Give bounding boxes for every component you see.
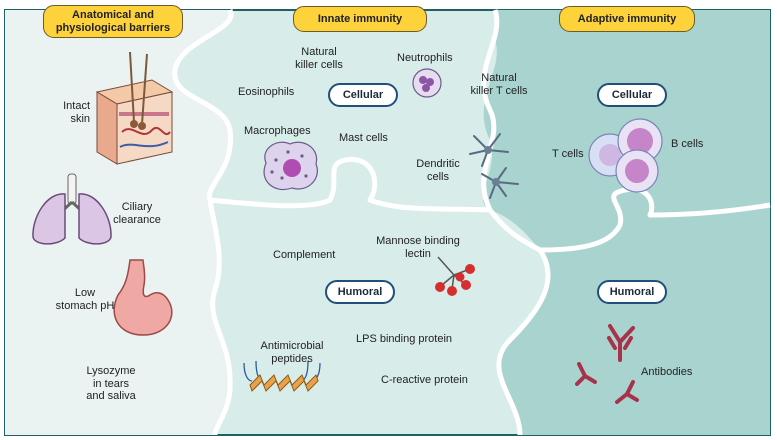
adaptive-humoral-pill: Humoral <box>597 280 667 304</box>
stomach-line1: Low <box>74 287 96 299</box>
amp-line1: Antimicrobial <box>260 340 324 352</box>
adaptive-panel <box>482 10 770 435</box>
dendritic-cells-label: Dendritic cells <box>410 158 466 183</box>
mbl-line2: lectin <box>405 247 431 260</box>
adaptive-cellular-pill: Cellular <box>597 83 667 107</box>
barriers-panel <box>5 10 232 435</box>
b-cells-label: B cells <box>671 138 704 150</box>
ciliary-clearance-label: Ciliary clearance <box>104 201 170 226</box>
mannose-lectin-icon <box>435 256 475 296</box>
amp-line2: peptides <box>271 352 313 365</box>
nkt-cells-label: Natural killer T cells <box>462 72 536 97</box>
neutrophil-icon <box>412 68 442 98</box>
skin-icon <box>95 52 174 165</box>
nk-cells-line1: Natural <box>301 46 337 58</box>
antibodies-label: Antibodies <box>641 366 693 378</box>
ciliary-line1: Ciliary <box>121 201 153 213</box>
barriers-header-line2: physiological barriers <box>55 21 171 34</box>
eosinophils-label: Eosinophils <box>238 86 295 98</box>
macrophage-icon <box>263 141 318 191</box>
c-reactive-protein-label: C-reactive protein <box>381 374 468 386</box>
mast-cells-label: Mast cells <box>339 132 388 144</box>
dendritic-cells-icon <box>469 133 519 199</box>
intact-skin-line2: skin <box>70 112 90 125</box>
mannose-lectin-label: Mannose binding lectin <box>370 235 466 260</box>
t-cells-label: T cells <box>552 148 584 160</box>
barriers-header-line1: Anatomical and <box>72 9 154 21</box>
antibodies-icon <box>575 324 639 404</box>
lysozyme-label: Lysozyme in tears and saliva <box>74 365 148 403</box>
innate-cellular-pill: Cellular <box>328 83 398 107</box>
neutrophils-label: Neutrophils <box>397 52 453 64</box>
intact-skin-line1: Intact <box>63 100 90 112</box>
nkt-cells-line2: killer T cells <box>470 84 528 97</box>
antimicrobial-peptides-label: Antimicrobial peptides <box>252 340 332 365</box>
dendritic-line2: cells <box>426 170 449 183</box>
nkt-cells-line1: Natural <box>481 72 517 84</box>
ciliary-line2: clearance <box>113 213 161 226</box>
lungs-icon <box>32 173 112 245</box>
macrophages-label: Macrophages <box>244 125 311 137</box>
lps-binding-protein-label: LPS binding protein <box>356 333 453 345</box>
lymphocytes-icon <box>588 118 663 193</box>
innate-humoral-pill: Humoral <box>325 280 395 304</box>
innate-immunity-header: Innate immunity <box>293 6 427 32</box>
puzzle-seams <box>172 8 771 436</box>
mbl-line1: Mannose binding <box>376 235 460 247</box>
stomach-icon <box>113 259 173 336</box>
intact-skin-label: Intact skin <box>40 100 90 125</box>
nk-cells-label: Natural killer cells <box>286 46 352 71</box>
antimicrobial-peptides-icon <box>243 360 321 392</box>
complement-label: Complement <box>273 249 336 261</box>
low-stomach-ph-label: Low stomach pH <box>45 287 125 312</box>
lysozyme-line2: in tears <box>92 377 130 390</box>
nk-cells-line2: killer cells <box>295 58 343 71</box>
adaptive-immunity-header: Adaptive immunity <box>559 6 695 32</box>
dendritic-line1: Dendritic <box>416 158 460 170</box>
barriers-header: Anatomical and physiological barriers <box>43 5 183 38</box>
lysozyme-line1: Lysozyme <box>86 365 136 377</box>
lysozyme-line3: and saliva <box>86 390 136 402</box>
stomach-line2: stomach pH <box>55 299 115 312</box>
